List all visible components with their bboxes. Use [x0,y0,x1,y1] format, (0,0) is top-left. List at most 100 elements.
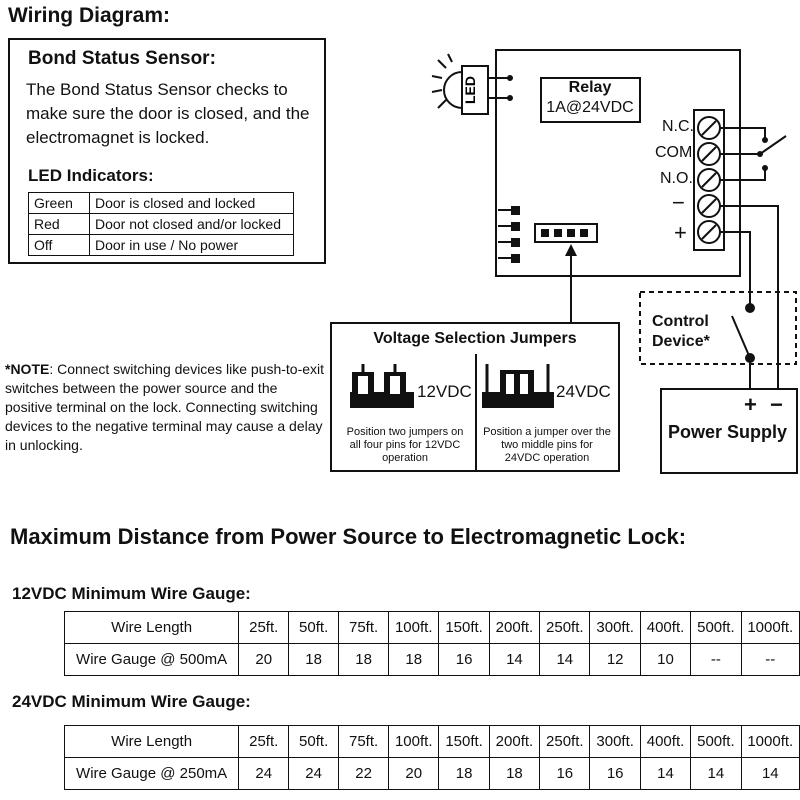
led-meaning-cell: Door is closed and locked [89,192,294,214]
gauge-header: Wire Gauge @ 500mA [63,643,240,676]
gauge-cell: 12 [589,643,641,676]
gauge-12vdc-title: 12VDC Minimum Wire Gauge: [12,584,251,603]
gauge-cell: 16 [539,757,591,790]
length-cell: 400ft. [639,725,692,758]
terminal-no-label: N.O. [660,170,693,187]
jumper-divider [475,354,477,472]
length-cell: 1000ft. [740,611,800,644]
table-row: Red Door not closed and/or locked [28,213,294,235]
distance-title: Maximum Distance from Power Source to El… [10,524,687,549]
relay-box [540,77,641,123]
power-supply-label: Power Supply [668,422,788,442]
led-meaning-cell: Door not closed and/or locked [89,213,294,235]
terminal-nc-label: N.C. [662,118,694,135]
bond-sensor-title: Bond Status Sensor: [28,48,216,69]
gauge-cell: 18 [488,757,541,790]
length-cell: 100ft. [388,725,440,758]
led-label: LED [462,76,478,104]
gauge-cell: 14 [740,757,800,790]
gauge-cell: 14 [488,643,541,676]
gauge-cell: 18 [338,643,390,676]
table-row: Wire Gauge @ 250mA 24 24 22 20 18 18 16 … [63,757,800,790]
table-row: Wire Gauge @ 500mA 20 18 18 18 16 14 14 … [63,643,800,676]
gauge-cell: 16 [438,643,490,676]
length-cell: 250ft. [539,725,591,758]
table-row: Wire Length 25ft. 50ft. 75ft. 100ft. 150… [63,611,800,644]
led-icon [431,53,513,115]
note-text: : Connect switching devices like push-to… [5,361,325,453]
led-color-cell: Red [28,213,90,235]
length-cell: 75ft. [338,611,390,644]
length-cell: 50ft. [288,725,340,758]
gauge-cell: 18 [388,643,440,676]
jumper-title: Voltage Selection Jumpers [373,330,577,347]
gauge-24vdc-title: 24VDC Minimum Wire Gauge: [12,692,251,711]
lock-board [495,49,741,277]
gauge-cell: 22 [338,757,390,790]
led-meaning-cell: Door in use / No power [89,234,294,256]
length-cell: 150ft. [438,611,490,644]
page-title: Wiring Diagram: [8,4,170,27]
gauge-header: Wire Gauge @ 250mA [63,757,240,790]
control-device-box [639,291,797,365]
jumper-illustrations [350,364,554,408]
wiring-diagram: LED [431,49,797,388]
gauge-cell: 24 [238,757,290,790]
gauge-cell: 14 [539,643,591,676]
gauge-cell: -- [740,643,800,676]
jumper-12vdc-icon [350,364,414,408]
gauge-cell: 18 [438,757,490,790]
note-prefix: *NOTE [5,361,50,377]
jumper-12vdc-caption: Position two jumpers on all four pins fo… [346,426,464,464]
length-cell: 250ft. [539,611,591,644]
gauge-cell: 14 [639,757,692,790]
jumper-12vdc-label: 12VDC [417,382,472,401]
length-cell: 25ft. [238,611,290,644]
terminal-minus-label: − [672,190,685,215]
power-supply-box [660,388,798,474]
gauge-cell: 10 [639,643,692,676]
power-supply-minus: − [770,392,783,417]
length-cell: 200ft. [488,611,541,644]
table-row: Green Door is closed and locked [28,192,294,214]
jumper-24vdc-icon [482,364,554,408]
gauge-cell: -- [690,643,742,676]
led-color-cell: Off [28,234,90,256]
voltage-jumper-panel: Voltage Selection Jumpers 12VDC 24VDC Po… [330,322,620,472]
length-cell: 1000ft. [740,725,800,758]
terminal-com-label: COM [655,144,693,161]
gauge-cell: 20 [388,757,440,790]
length-cell: 500ft. [690,725,742,758]
bond-sensor-description: The Bond Status Sensor checks to make su… [26,80,310,147]
length-cell: 100ft. [388,611,440,644]
gauge-24vdc-table: Wire Length 25ft. 50ft. 75ft. 100ft. 150… [63,725,800,790]
relay-label: Relay 1A@24VDC [540,78,640,118]
bond-status-panel: Bond Status Sensor: The Bond Status Sens… [8,38,326,264]
relay-title: Relay [568,79,612,96]
length-header: Wire Length [63,725,240,758]
length-header: Wire Length [63,611,240,644]
gauge-12vdc-table: Wire Length 25ft. 50ft. 75ft. 100ft. 150… [63,611,800,676]
length-cell: 300ft. [589,725,641,758]
length-cell: 200ft. [488,725,541,758]
length-cell: 500ft. [690,611,742,644]
wiring-note: *NOTE: Connect switching devices like pu… [5,360,325,455]
length-cell: 150ft. [438,725,490,758]
gauge-cell: 18 [288,643,340,676]
led-indicators-title: LED Indicators: [28,166,154,185]
jumper-24vdc-caption: Position a jumper over the two middle pi… [483,426,611,464]
terminal-plus-label: + [674,220,687,245]
gauge-cell: 20 [238,643,290,676]
connector-pins [498,206,520,263]
jumper-24vdc-label: 24VDC [556,382,611,401]
length-cell: 75ft. [338,725,390,758]
table-row: Wire Length 25ft. 50ft. 75ft. 100ft. 150… [63,725,800,758]
led-color-cell: Green [28,192,90,214]
length-cell: 25ft. [238,725,290,758]
power-supply-plus: + [744,392,757,417]
jumper-header [534,223,598,243]
length-cell: 50ft. [288,611,340,644]
led-indicator-table: Green Door is closed and locked Red Door… [28,192,294,256]
table-row: Off Door in use / No power [28,234,294,256]
gauge-cell: 16 [589,757,641,790]
